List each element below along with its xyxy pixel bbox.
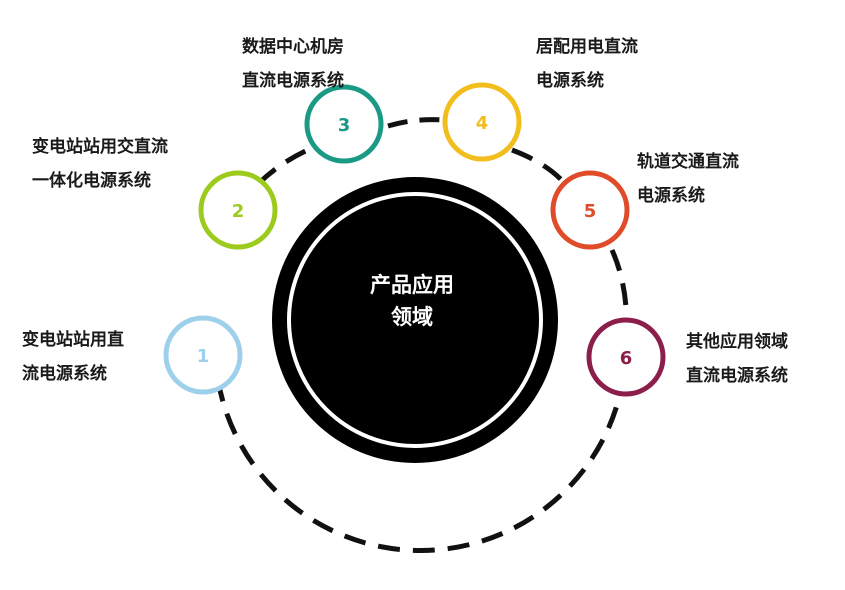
node-5-number: 5 [584, 201, 597, 222]
node-layer: 1 2 3 4 5 6 [163, 82, 666, 397]
node-label-2-line1: 变电站站用交直流 [32, 137, 168, 157]
node-6: 6 [586, 317, 666, 397]
node-label-2: 变电站站用交直流 一体化电源系统 [32, 130, 168, 198]
node-4-ring [442, 82, 522, 162]
dashed-ring [212, 344, 629, 553]
node-label-1: 变电站站用直 流电源系统 [22, 323, 124, 391]
node-label-1-line1: 变电站站用直 [22, 330, 124, 350]
node-label-5-line1: 轨道交通直流 [637, 152, 739, 172]
node-label-4-line1: 居配用电直流 [536, 37, 638, 57]
dashed-ring-upper-right [511, 147, 573, 192]
node-2-number: 2 [232, 201, 245, 222]
node-6-ring [586, 317, 666, 397]
node-2: 2 [198, 170, 278, 250]
node-label-3-line2: 直流电源系统 [242, 71, 344, 91]
node-3: 3 [304, 84, 384, 164]
node-5-ring [550, 170, 630, 250]
node-1-number: 1 [197, 346, 210, 367]
node-4-number: 4 [476, 113, 489, 134]
node-label-6-line2: 直流电源系统 [686, 366, 788, 386]
node-label-4-line2: 电源系统 [536, 71, 604, 91]
node-4: 4 [442, 82, 522, 162]
node-label-1-line2: 流电源系统 [22, 364, 107, 384]
node-label-3-line1: 数据中心机房 [242, 37, 344, 57]
node-5: 5 [550, 170, 630, 250]
node-1-ring [163, 315, 243, 395]
node-2-ring [198, 170, 278, 250]
node-label-6-line1: 其他应用领域 [686, 332, 788, 352]
node-label-2-line2: 一体化电源系统 [32, 171, 151, 191]
dashed-ring-top [387, 117, 445, 129]
node-1: 1 [163, 315, 243, 395]
center-disc [272, 177, 558, 463]
center-label-line2: 领域 [391, 305, 433, 329]
node-label-5: 轨道交通直流 电源系统 [637, 145, 739, 213]
center-inner-ring [287, 192, 543, 448]
node-3-number: 3 [338, 115, 351, 136]
center-label-line1: 产品应用 [370, 273, 454, 297]
node-label-5-line2: 电源系统 [637, 186, 705, 206]
node-label-6: 其他应用领域 直流电源系统 [686, 325, 788, 393]
node-6-number: 6 [620, 348, 633, 369]
node-3-ring [304, 84, 384, 164]
node-label-4: 居配用电直流 电源系统 [536, 30, 638, 98]
node-label-3: 数据中心机房 直流电源系统 [242, 30, 344, 98]
